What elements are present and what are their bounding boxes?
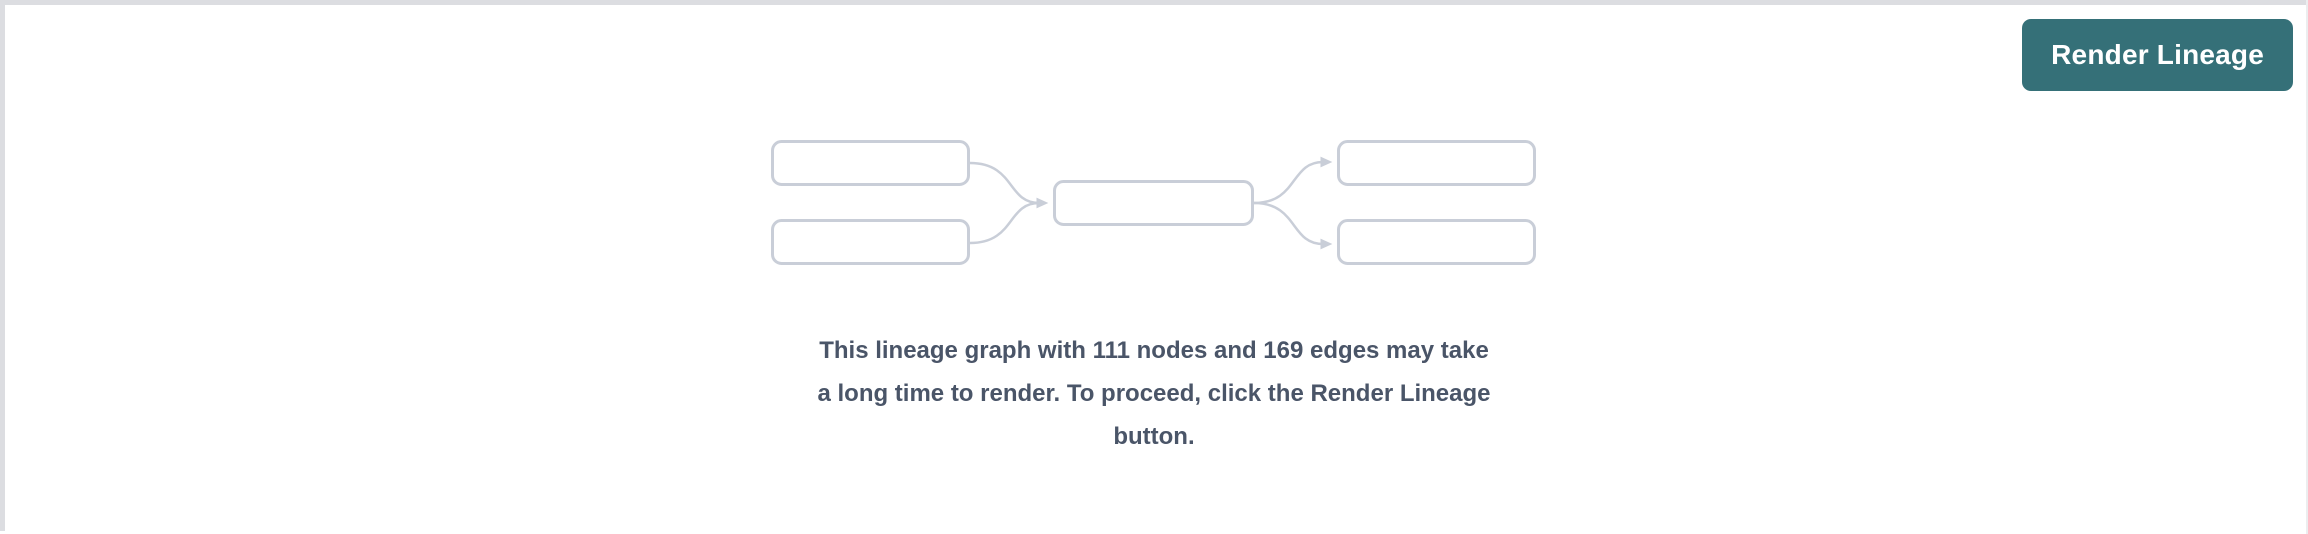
lineage-warning-message: This lineage graph with 111 nodes and 16… xyxy=(0,329,2308,458)
panel-top-border xyxy=(0,0,2308,5)
placeholder-node-upstream-top xyxy=(771,140,970,186)
placeholder-node-downstream-top xyxy=(1337,140,1536,186)
notice-line: This lineage graph with 111 nodes and 16… xyxy=(819,337,1489,364)
placeholder-node-center xyxy=(1053,180,1254,226)
placeholder-edge-in-top xyxy=(968,161,1049,209)
placeholder-node-upstream-bottom xyxy=(771,219,970,265)
placeholder-edge-out-top xyxy=(1252,156,1333,205)
lineage-placeholder-graphic xyxy=(771,140,1536,265)
placeholder-edge-in-bottom xyxy=(968,201,1041,245)
notice-line: button. xyxy=(1113,423,1195,450)
notice-line: a long time to render. To proceed, click… xyxy=(817,380,1491,407)
panel-left-border xyxy=(0,0,5,531)
placeholder-edge-out-bottom xyxy=(1252,201,1333,250)
render-lineage-button[interactable]: Render Lineage xyxy=(2022,19,2293,91)
placeholder-node-downstream-bottom xyxy=(1337,219,1536,265)
panel-right-border xyxy=(2306,0,2308,534)
